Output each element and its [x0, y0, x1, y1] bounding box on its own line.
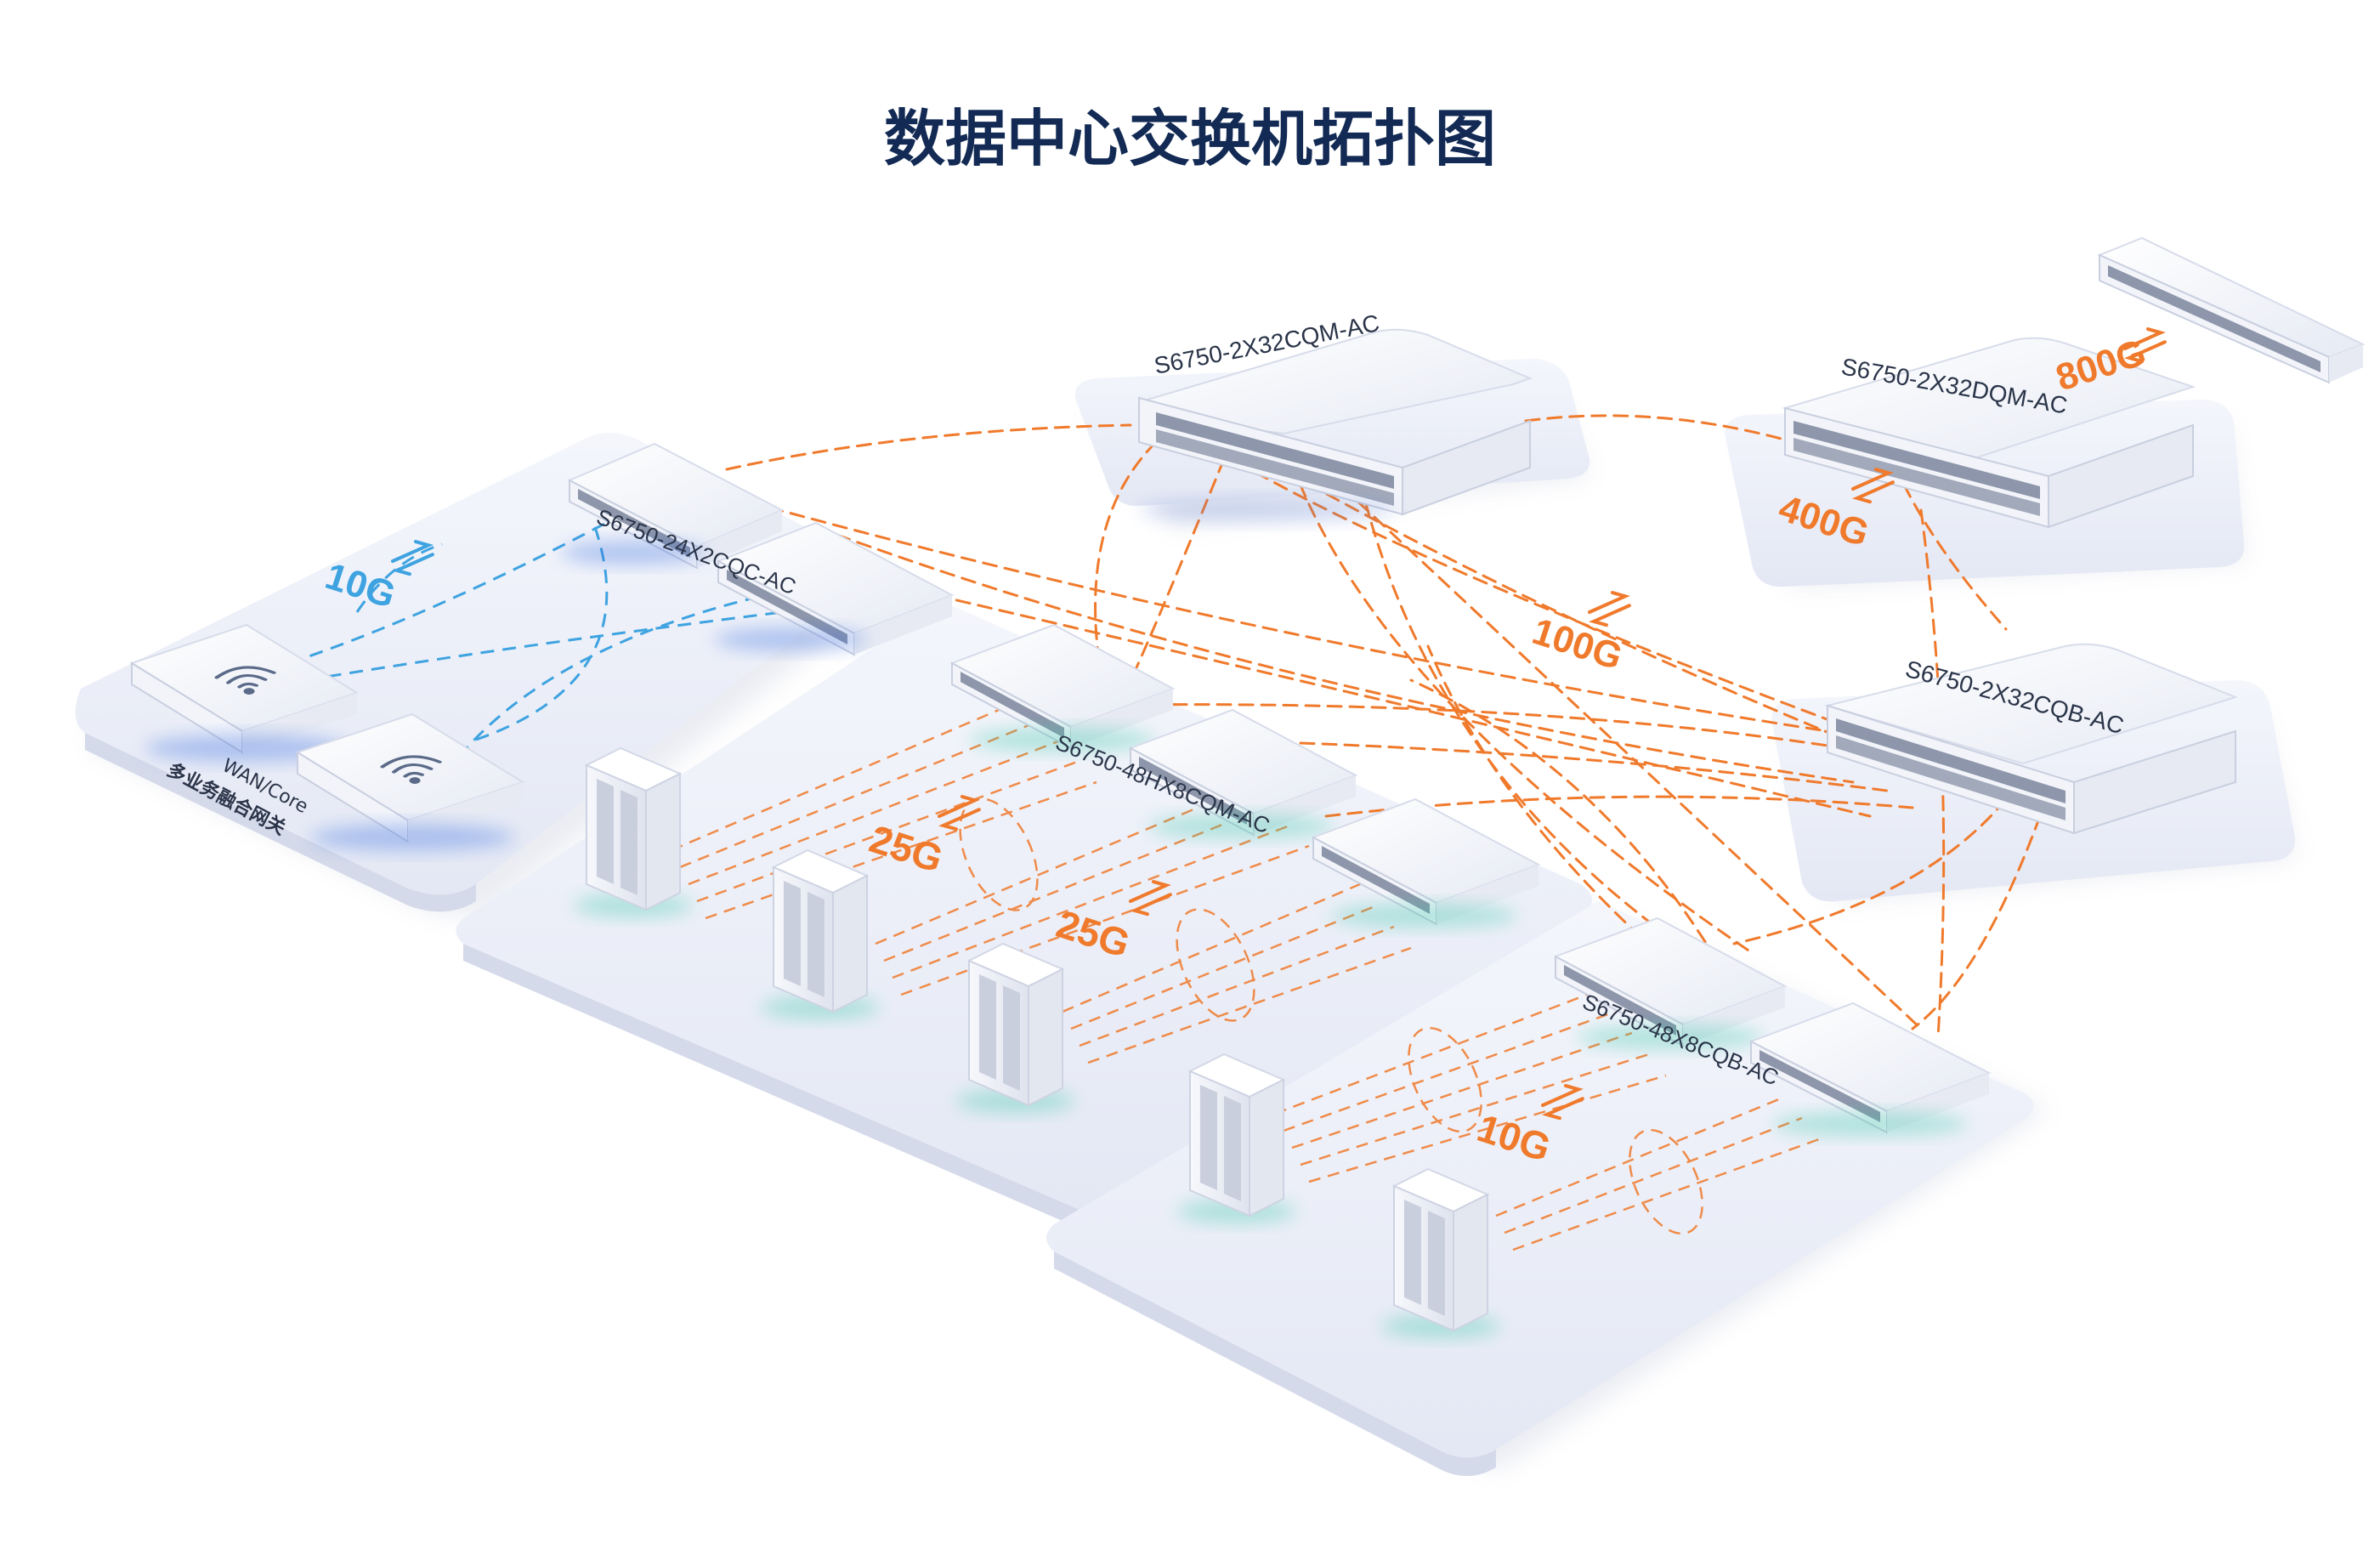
bidirectional-arrow-icon [1129, 880, 1172, 917]
links-10g-beams [1274, 989, 1820, 1251]
server-rack [1381, 1167, 1500, 1338]
port-grid [1836, 718, 2066, 820]
server-racks [574, 746, 1500, 1338]
switch-access-48x-a[interactable] [1553, 917, 1788, 1049]
links-blue [288, 500, 783, 758]
switch-core-cqb[interactable] [1824, 643, 2238, 835]
switch-core-qm[interactable] [1138, 328, 1533, 522]
wifi-icon [380, 755, 442, 784]
gateway-a[interactable] [129, 623, 360, 762]
server-rack [956, 942, 1075, 1113]
switch-top-right[interactable] [2097, 236, 2366, 384]
switch-core-dqm[interactable] [1782, 337, 2196, 529]
switch-access-48hx-c[interactable] [1311, 797, 1541, 928]
speed-label-100g: 100G [1527, 591, 1631, 678]
gateway-b[interactable] [295, 712, 525, 851]
wifi-icon [214, 666, 276, 695]
server-rack [761, 848, 880, 1019]
bidirectional-arrow-icon [391, 540, 434, 576]
platform-access-25g [456, 602, 1593, 1234]
bidirectional-arrow-icon [1851, 468, 1895, 504]
server-rack [1177, 1053, 1296, 1223]
links-orange [725, 414, 2042, 1039]
page-title: 数据中心交换机拓扑图 [884, 103, 1496, 174]
bidirectional-arrow-icon [1588, 591, 1631, 627]
switch-edge-24x-b[interactable] [714, 521, 955, 656]
bidirectional-arrow-icon [938, 795, 981, 831]
port-grid [1156, 412, 1394, 506]
bidirectional-arrow-icon [2123, 327, 2167, 364]
switch-edge-24x-a[interactable] [561, 442, 785, 570]
switch-access-48hx-b[interactable] [1128, 708, 1358, 838]
switch-access-48x-b[interactable] [1748, 1002, 1992, 1136]
server-rack [574, 746, 693, 917]
bidirectional-arrow-icon [1541, 1084, 1584, 1121]
switch-access-48hx-a[interactable] [949, 623, 1176, 752]
port-grid [1794, 421, 2040, 516]
